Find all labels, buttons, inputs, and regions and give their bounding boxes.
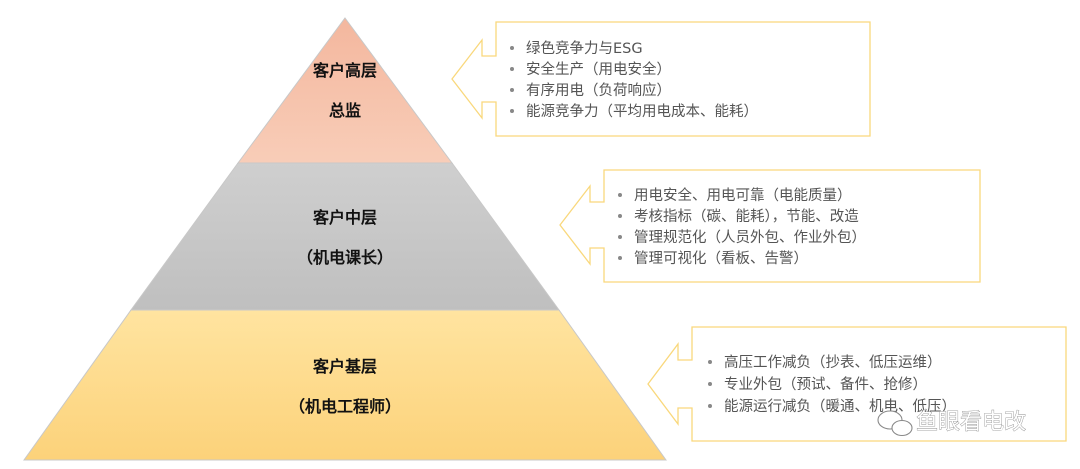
bullet-text: 能源运行减负（暖通、机电、低压） bbox=[724, 398, 956, 415]
callout-base-shape bbox=[647, 326, 1067, 442]
bullet-dot bbox=[618, 193, 622, 197]
watermark: 鱼眼看电改 bbox=[877, 410, 1026, 437]
bullet-text: 专业外包（预试、备件、抢修） bbox=[724, 375, 927, 393]
bullet-dot bbox=[618, 214, 622, 218]
tier-title-base-line2: （机电工程师） bbox=[289, 397, 401, 416]
callout-middle-shape bbox=[559, 169, 981, 283]
callout-top-shape bbox=[451, 21, 871, 137]
bullet-text: 安全生产（用电安全） bbox=[526, 60, 671, 78]
pyramid-tier-top bbox=[237, 17, 453, 164]
bullet-text: 绿色竞争力与ESG bbox=[526, 39, 643, 57]
tier-title-middle-line2: （机电课长） bbox=[297, 248, 393, 267]
pyramid-tier-base bbox=[23, 309, 667, 461]
pyramid-tier-middle bbox=[130, 162, 560, 311]
bullet-text: 考核指标（碳、能耗），节能、改造 bbox=[634, 208, 859, 225]
bullet-dot bbox=[510, 67, 514, 71]
callout-top: 绿色竞争力与ESG 安全生产（用电安全） 有序用电（负荷响应） 能源竞争力（平均… bbox=[451, 21, 871, 137]
bullet-dot bbox=[708, 382, 712, 386]
bullet-text: 高压工作减负（抄表、低压运维） bbox=[724, 354, 942, 371]
tier-title-top-line1: 客户高层 bbox=[313, 61, 377, 80]
bullet-text: 管理规范化（人员外包、作业外包） bbox=[634, 229, 866, 246]
bullet-dot bbox=[708, 404, 712, 408]
callout-middle: 用电安全、用电可靠（电能质量） 考核指标（碳、能耗），节能、改造 管理规范化（人… bbox=[559, 169, 981, 283]
callout-base: 高压工作减负（抄表、低压运维） 专业外包（预试、备件、抢修） 能源运行减负（暖通… bbox=[647, 326, 1067, 442]
bullet-list-middle: 用电安全、用电可靠（电能质量） 考核指标（碳、能耗），节能、改造 管理规范化（人… bbox=[618, 186, 866, 267]
bullet-dot bbox=[510, 109, 514, 113]
tier-title-base-line1: 客户基层 bbox=[313, 357, 377, 376]
bullet-list-base: 高压工作减负（抄表、低压运维） 专业外包（预试、备件、抢修） 能源运行减负（暖通… bbox=[708, 354, 956, 415]
bullet-list-top: 绿色竞争力与ESG 安全生产（用电安全） 有序用电（负荷响应） 能源竞争力（平均… bbox=[510, 39, 758, 120]
bullet-dot bbox=[510, 88, 514, 92]
watermark-text: 鱼眼看电改 bbox=[916, 410, 1026, 435]
bullet-dot bbox=[708, 360, 712, 364]
tier-title-middle-line1: 客户中层 bbox=[313, 208, 377, 227]
wechat-icon bbox=[877, 410, 913, 437]
bullet-text: 管理可视化（看板、告警） bbox=[634, 249, 808, 267]
bullet-dot bbox=[618, 235, 622, 239]
bullet-text: 用电安全、用电可靠（电能质量） bbox=[634, 186, 852, 204]
bullet-dot bbox=[618, 256, 622, 260]
tier-title-top-line2: 总监 bbox=[329, 101, 361, 120]
bullet-dot bbox=[510, 46, 514, 50]
bullet-text: 能源竞争力（平均用电成本、能耗） bbox=[526, 102, 758, 120]
bullet-text: 有序用电（负荷响应） bbox=[526, 81, 671, 99]
